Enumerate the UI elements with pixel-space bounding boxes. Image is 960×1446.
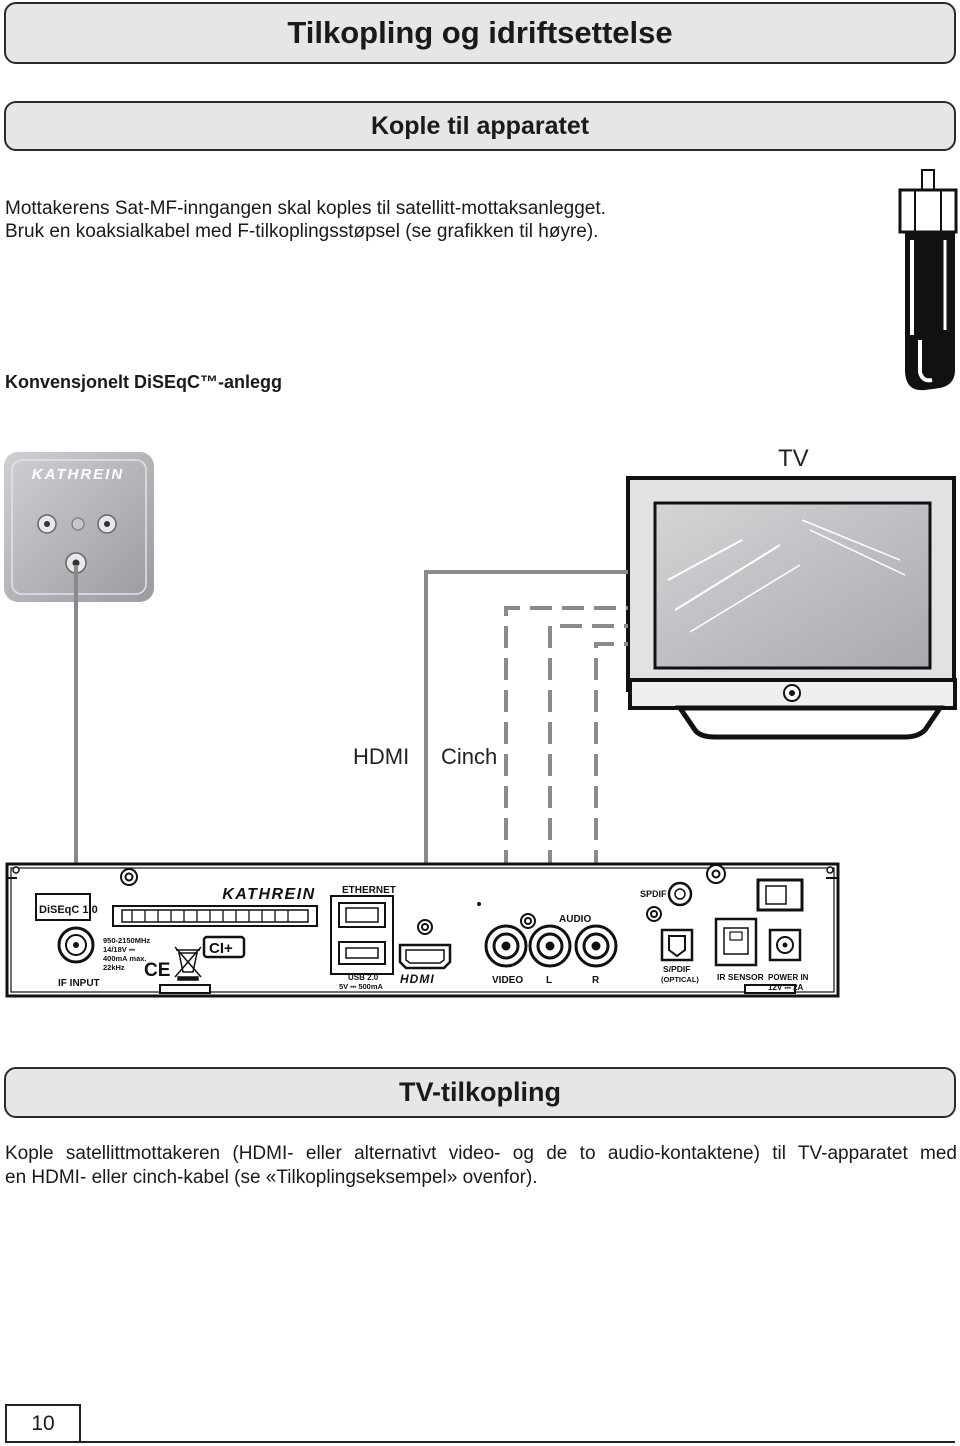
video-label: VIDEO — [492, 975, 523, 986]
ethernet-label: ETHERNET — [342, 885, 396, 896]
spdif-label: SPDIF — [640, 889, 667, 899]
hdmi-logo: HDMI — [400, 972, 435, 986]
hdmi-cable — [424, 570, 628, 943]
tv-paragraph-line: Kople satellittmottakeren (HDMI- eller a… — [5, 1143, 957, 1164]
cinch-cables — [504, 606, 628, 936]
audio-label: AUDIO — [559, 914, 591, 925]
intro-paragraph: Mottakerens Sat-MF-inngangen skal koples… — [5, 197, 665, 243]
receiver-brand: KATHREIN — [222, 886, 315, 903]
tv-set — [626, 476, 957, 740]
usb-label: USB 2.0 — [348, 973, 379, 982]
if-spec-line: 950-2150MHz — [103, 936, 150, 945]
page-title: Tilkopling og idriftsettelse — [287, 15, 673, 50]
diseqc-subheading: Konvensjonelt DiSEqC™-anlegg — [5, 372, 283, 392]
section-title: Kople til apparatet — [370, 111, 590, 140]
usb-power-label: 5V ⎓ 500mA — [339, 982, 384, 991]
tv-section-title: TV-tilkopling — [399, 1077, 561, 1107]
ce-mark: CE — [144, 960, 170, 981]
page-title-banner: Tilkopling og idriftsettelse — [4, 2, 956, 64]
section-title-banner: Kople til apparatet — [4, 101, 956, 151]
tv-connection-paragraph: Kople satellittmottakeren (HDMI- eller a… — [5, 1142, 957, 1190]
if-input-label: IF INPUT — [58, 978, 100, 989]
power-in-label: POWER IN — [768, 973, 809, 982]
cinch-cable-label: Cinch — [441, 744, 498, 769]
intro-line: Mottakerens Sat-MF-inngangen skal koples… — [5, 198, 606, 219]
power-spec-label: 12V ⎓ 2A — [768, 983, 804, 992]
spdif-optical-sublabel: (OPTICAL) — [661, 975, 699, 984]
connection-diagram: KATHREIN — [4, 169, 958, 998]
f-connector-plug — [898, 169, 958, 391]
tv-section-banner: TV-tilkopling — [4, 1067, 956, 1118]
footer-rule — [5, 1441, 955, 1443]
receiver-rear-panel: DiSEqC 1.0 KATHREIN IF INPUT 950-2150MHz… — [5, 862, 840, 998]
intro-line: Bruk en koaksialkabel med F-tilkoplingss… — [5, 221, 599, 242]
if-spec-line: 22kHz — [103, 963, 125, 972]
audio-left-label: L — [546, 975, 552, 986]
wall-antenna-socket: KATHREIN — [4, 452, 154, 602]
if-spec-line: 400mA max. — [103, 954, 147, 963]
spdif-optical-label: S/PDIF — [663, 964, 690, 974]
ci-plus-logo: CI+ — [209, 940, 233, 957]
page-number: 10 — [5, 1404, 81, 1442]
hdmi-cable-label: HDMI — [353, 744, 410, 769]
wall-socket-brand: KATHREIN — [32, 466, 124, 483]
weee-bin-icon — [174, 946, 202, 981]
ir-sensor-label: IR SENSOR — [717, 972, 764, 982]
diseqc-logo: DiSEqC 1.0 — [39, 904, 98, 916]
if-spec-line: 14/18V ⎓ — [103, 945, 136, 954]
tv-label: TV — [778, 445, 809, 472]
audio-right-label: R — [592, 975, 600, 986]
tv-paragraph-line: en HDMI- eller cinch-kabel (se «Tilkopli… — [5, 1167, 538, 1188]
